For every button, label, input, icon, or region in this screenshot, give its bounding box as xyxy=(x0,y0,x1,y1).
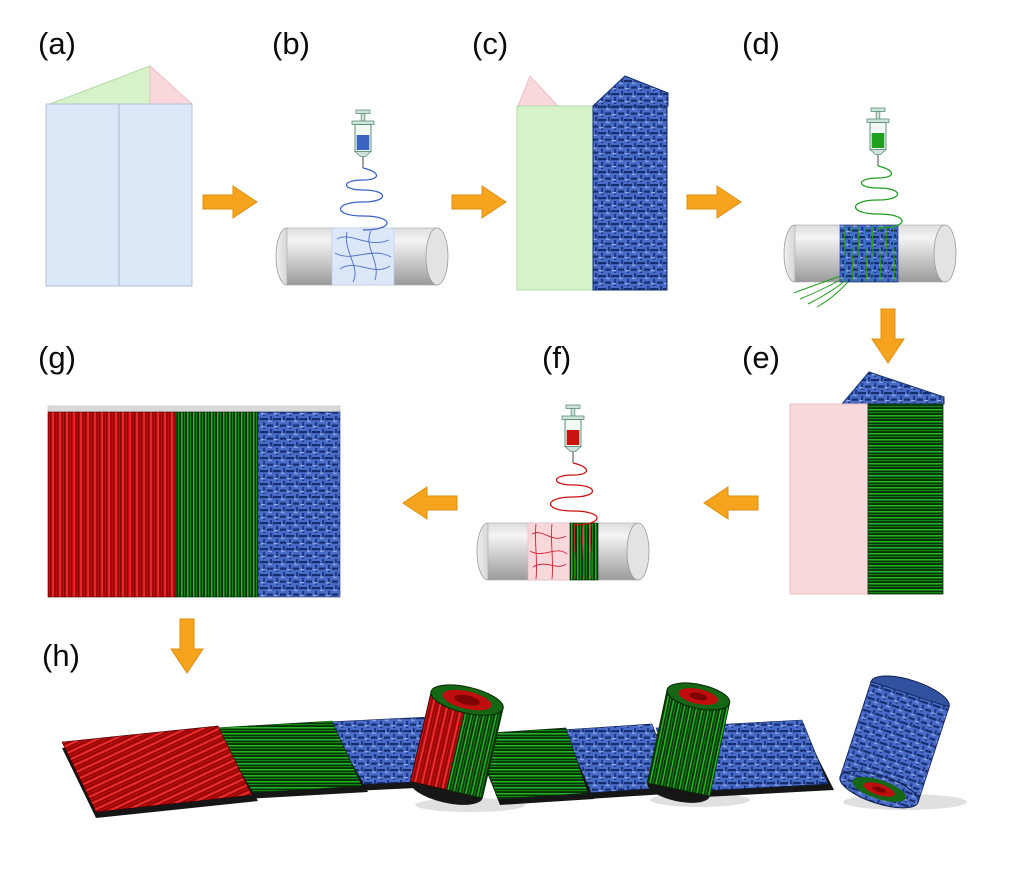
blue-mesh-fold xyxy=(591,75,669,107)
panel-g-label: (g) xyxy=(38,340,76,375)
blue-mesh-fold xyxy=(840,371,945,405)
panel-b-label: (b) xyxy=(272,26,310,61)
blue-mesh-section xyxy=(257,411,341,598)
roll-spiral-core xyxy=(454,694,480,706)
arrow-f-g-icon xyxy=(402,486,458,520)
arrow-g-h-icon xyxy=(170,618,204,674)
panel-c-substrate-with-blue-mat xyxy=(516,75,669,291)
syringe-red-icon xyxy=(549,404,598,526)
arrow-d-e-icon xyxy=(871,308,905,364)
green-substrate-face xyxy=(516,105,594,291)
panel-b-electrospin-blue xyxy=(275,109,449,286)
syringe-green-icon xyxy=(854,107,903,229)
random-blue-fibers xyxy=(334,230,392,283)
drum-right-cap xyxy=(626,522,650,581)
panel-f-label: (f) xyxy=(542,340,572,375)
red-fibers-over-green xyxy=(573,523,593,580)
drum-right-cap xyxy=(425,227,449,286)
panel-d-electrospin-green xyxy=(783,107,957,308)
arrow-a-b-icon xyxy=(202,185,258,219)
syringe-blue-icon xyxy=(339,109,388,231)
arrow-c-d-icon xyxy=(686,185,742,219)
blue-mesh-patch xyxy=(839,224,899,283)
green-fiber-section xyxy=(175,411,259,598)
green-mat-face xyxy=(867,403,944,595)
panel-e-label: (e) xyxy=(742,340,780,375)
red-green-roll xyxy=(409,684,504,805)
green-roll-with-red-core xyxy=(646,682,731,803)
red-fiber-deposit xyxy=(529,523,568,580)
winding-green-fibers xyxy=(793,275,849,308)
green-sheet xyxy=(473,727,589,800)
roll-spiral-core xyxy=(872,786,886,793)
green-corner-flap xyxy=(49,65,151,105)
roll-stage-blue-complete xyxy=(839,675,967,810)
blue-fiber-patch xyxy=(331,227,395,286)
pink-corner-flap xyxy=(149,64,194,105)
drum-right-cap xyxy=(933,224,957,283)
pink-corner-flap xyxy=(517,75,560,107)
roll-stage-red-green xyxy=(409,684,682,812)
arrow-b-c-icon xyxy=(451,185,507,219)
panel-f-electrospin-red xyxy=(476,404,650,581)
roll-stage-green xyxy=(646,682,834,807)
fully-rolled-scaffold xyxy=(839,675,950,809)
aligned-green-fibers xyxy=(843,225,896,282)
arrow-e-f-icon xyxy=(703,486,759,520)
substrate-edge xyxy=(47,405,341,413)
blue-mesh-face xyxy=(592,105,668,291)
pink-substrate-face xyxy=(789,403,869,595)
panel-e-substrate-with-green-mat xyxy=(789,371,945,595)
roll-spiral-core xyxy=(689,692,708,701)
panel-c-label: (c) xyxy=(472,26,509,61)
panel-d-label: (d) xyxy=(742,26,780,61)
panel-h-label: (h) xyxy=(42,638,80,673)
panel-a-label: (a) xyxy=(38,26,76,61)
red-fiber-section xyxy=(47,411,177,598)
panel-h-rolling-sequence xyxy=(61,675,967,818)
panel-a-folded-substrate xyxy=(45,64,194,287)
panel-g-trilayer-mat xyxy=(47,405,341,598)
red-sheet xyxy=(61,725,253,813)
